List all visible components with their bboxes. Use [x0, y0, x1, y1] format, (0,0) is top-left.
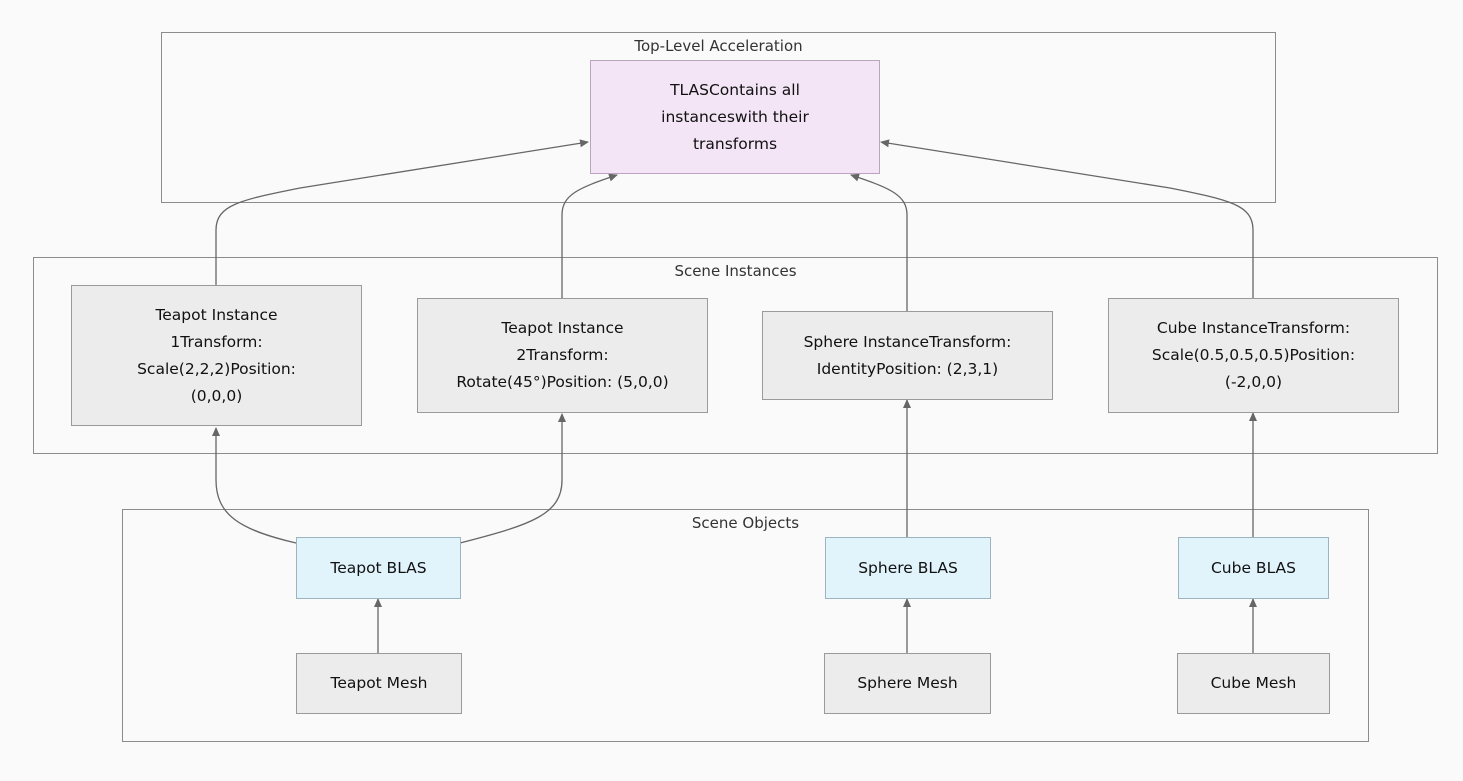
teapot-instance-2-label: Teapot Instance 2Transform: Rotate(45°)P… — [456, 319, 669, 391]
tlas-label: TLASContains all instanceswith their tra… — [661, 80, 809, 153]
cube-mesh-label: Cube Mesh — [1210, 674, 1297, 692]
sphere-blas-label: Sphere BLAS — [858, 558, 958, 577]
sphere-mesh-label: Sphere Mesh — [857, 674, 958, 692]
sphere-instance-node: Sphere InstanceTransform: IdentityPositi… — [762, 311, 1053, 400]
cluster-title: Scene Objects — [691, 514, 800, 532]
edge-teapot-blas-to-instance-2 — [459, 413, 566, 544]
edge-teapot-blas-to-instance-1 — [212, 427, 297, 544]
sphere-blas-node: Sphere BLAS — [825, 537, 991, 599]
edge-instance-2-to-tlas — [561, 173, 618, 298]
cube-mesh-node: Cube Mesh — [1177, 653, 1330, 714]
teapot-instance-1-node: Teapot Instance 1Transform: Scale(2,2,2)… — [71, 285, 362, 426]
cluster-title: Top-Level Acceleration — [634, 37, 803, 55]
teapot-mesh-label: Teapot Mesh — [330, 674, 428, 692]
teapot-blas-label: Teapot BLAS — [330, 558, 427, 577]
teapot-instance-2-node: Teapot Instance 2Transform: Rotate(45°)P… — [417, 298, 708, 413]
cube-blas-label: Cube BLAS — [1210, 558, 1296, 577]
teapot-instance-1-label: Teapot Instance 1Transform: Scale(2,2,2)… — [137, 305, 296, 405]
cube-blas-node: Cube BLAS — [1178, 537, 1329, 599]
tlas-node: TLASContains all instanceswith their tra… — [590, 60, 880, 174]
edge-instance-1-to-tlas — [215, 139, 589, 285]
teapot-mesh-node: Teapot Mesh — [296, 653, 462, 714]
cube-instance-label: Cube InstanceTransform: Scale(0.5,0.5,0.… — [1151, 319, 1356, 391]
teapot-blas-node: Teapot BLAS — [296, 537, 461, 599]
edge-cube-instance-to-tlas — [880, 139, 1254, 298]
edge-sphere-instance-to-tlas — [850, 173, 908, 311]
sphere-mesh-node: Sphere Mesh — [824, 653, 991, 714]
cluster-title: Scene Instances — [674, 262, 797, 280]
sphere-instance-label: Sphere InstanceTransform: IdentityPositi… — [803, 332, 1012, 378]
cube-instance-node: Cube InstanceTransform: Scale(0.5,0.5,0.… — [1108, 298, 1399, 413]
